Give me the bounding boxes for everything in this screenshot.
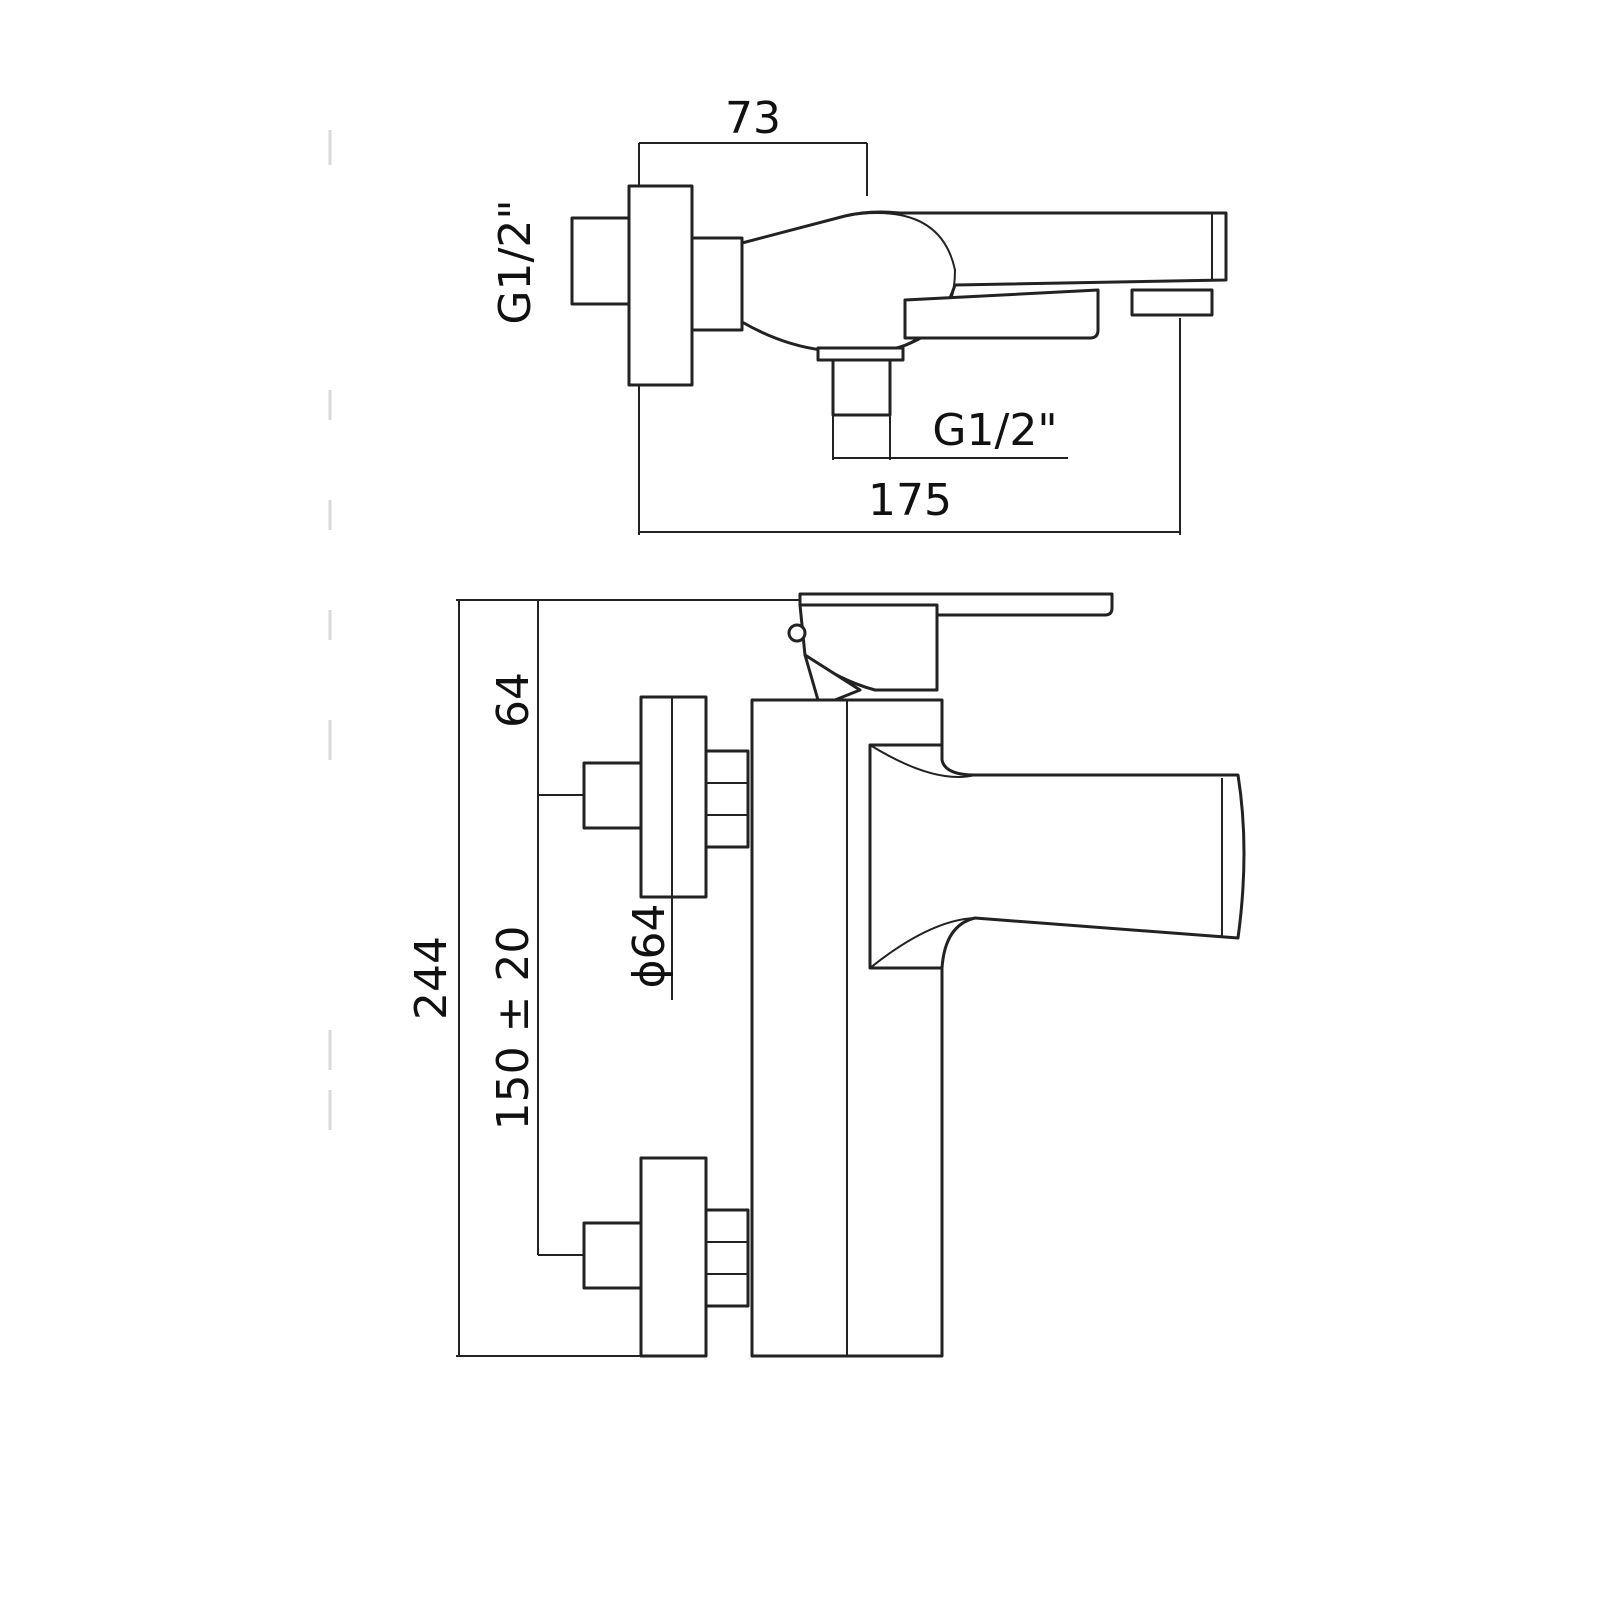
side-upper-inlet-pipe	[582, 761, 643, 830]
side-spout	[868, 743, 1246, 970]
side-view: 244 64 150 ± 20 ϕ64	[406, 592, 1246, 1358]
top-connector	[690, 236, 744, 332]
side-spout-top-face	[869, 744, 976, 778]
dim-244-label: 244	[406, 936, 457, 1020]
dim-64-label: 64	[488, 672, 539, 728]
side-lower-nut	[704, 1208, 750, 1308]
top-inlet-pipe	[570, 216, 631, 306]
dim-150-label: 150 ± 20	[488, 926, 539, 1131]
side-upper-nut	[704, 749, 750, 849]
side-lever-pivot	[787, 623, 807, 643]
top-inlet-thread-label: G1/2"	[490, 199, 541, 324]
top-outlet-thread-label: G1/2"	[932, 405, 1057, 456]
top-view: 73 G1/2" G1/2" 175	[490, 93, 1228, 535]
side-lower-inlet-pipe	[582, 1221, 643, 1290]
dim-73-label: 73	[725, 93, 781, 144]
dim-175-label: 175	[868, 475, 952, 526]
top-spout-step	[903, 288, 1100, 340]
top-outlet-collar	[816, 346, 905, 362]
top-wall-flange	[627, 184, 694, 387]
side-lower-flange	[639, 1156, 708, 1358]
top-outlet-pipe	[831, 358, 892, 417]
side-upper-flange	[639, 695, 708, 899]
dim-phi64-label: ϕ64	[624, 903, 675, 988]
side-spout-bottom-face	[869, 917, 976, 969]
top-aerator	[1130, 288, 1214, 317]
